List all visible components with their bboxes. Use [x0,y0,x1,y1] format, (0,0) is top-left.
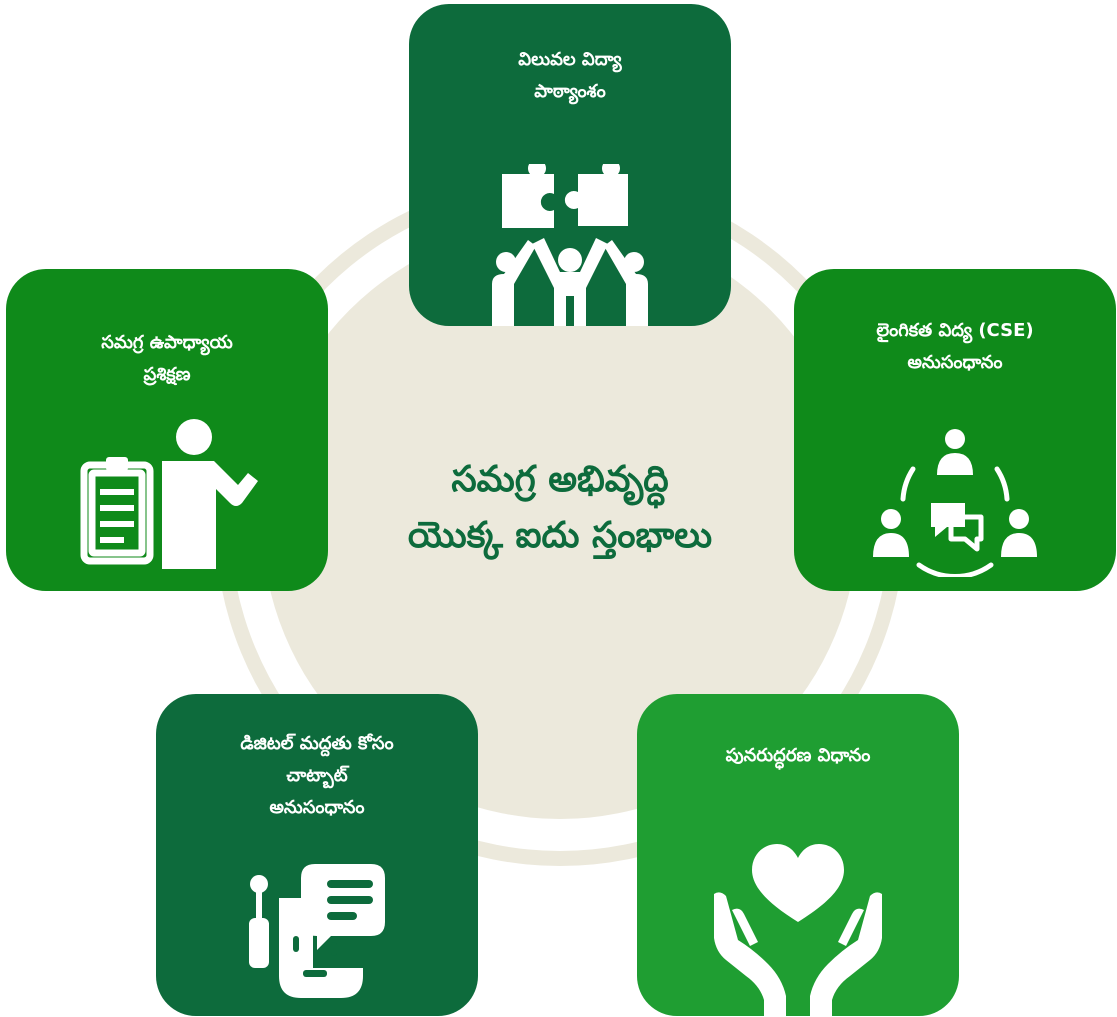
pillar-cse-integration: లైంగికత విద్య (CSE) అనుసంధానం [794,269,1116,591]
trainer-clipboard-icon [80,419,258,569]
pillar-title: డిజిటల్ మద్దతు కోసం చాట్బాట్ అనుసంధానం [176,728,458,824]
chatbot-icon [249,864,385,998]
center-title-line2: యొక్క ఐదు స్తంభాలు [407,515,713,556]
pillar-title-line: చాట్బాట్ [286,765,348,786]
pillar-title-line: లైంగికత విద్య (CSE) [876,320,1034,341]
pillar-title: విలువల విద్యా పాఠ్యాంశం [429,44,711,108]
group-discussion-icon [873,429,1037,577]
pillar-title-line: పునరుద్ధరణ విధానం [725,745,871,766]
center-title-line1: సమగ్ర అభివృద్ధి [451,459,669,500]
pillar-values-curriculum: విలువల విద్యా పాఠ్యాంశం [409,4,731,326]
heart-hands-icon [714,844,882,1016]
pillar-title: సమగ్ర ఉపాధ్యాయ ప్రశిక్షణ [26,327,308,391]
pillar-title-line: డిజిటల్ మద్దతు కోసం [240,733,394,754]
pillar-title: పునరుద్ధరణ విధానం [657,740,939,772]
puzzle-team-icon [492,164,648,326]
pillar-chatbot-integration: డిజిటల్ మద్దతు కోసం చాట్బాట్ అనుసంధానం [156,694,478,1016]
pillar-restorative-approach: పునరుద్ధరణ విధానం [637,694,959,1016]
pillar-title-line: అనుసంధానం [269,797,365,818]
pillar-title-line: అనుసంధానం [907,352,1003,373]
pillar-title-line: సమగ్ర ఉపాధ్యాయ [101,332,233,353]
pillar-title-line: విలువల విద్యా [518,49,622,70]
pillar-title-line: ప్రశిక్షణ [143,364,191,385]
pillar-title-line: పాఠ్యాంశం [534,81,606,102]
center-title: సమగ్ర అభివృద్ధి యొక్క ఐదు స్తంభాలు [340,452,780,564]
pillar-title: లైంగికత విద్య (CSE) అనుసంధానం [814,315,1096,379]
pillar-teacher-training: సమగ్ర ఉపాధ్యాయ ప్రశిక్షణ [6,269,328,591]
